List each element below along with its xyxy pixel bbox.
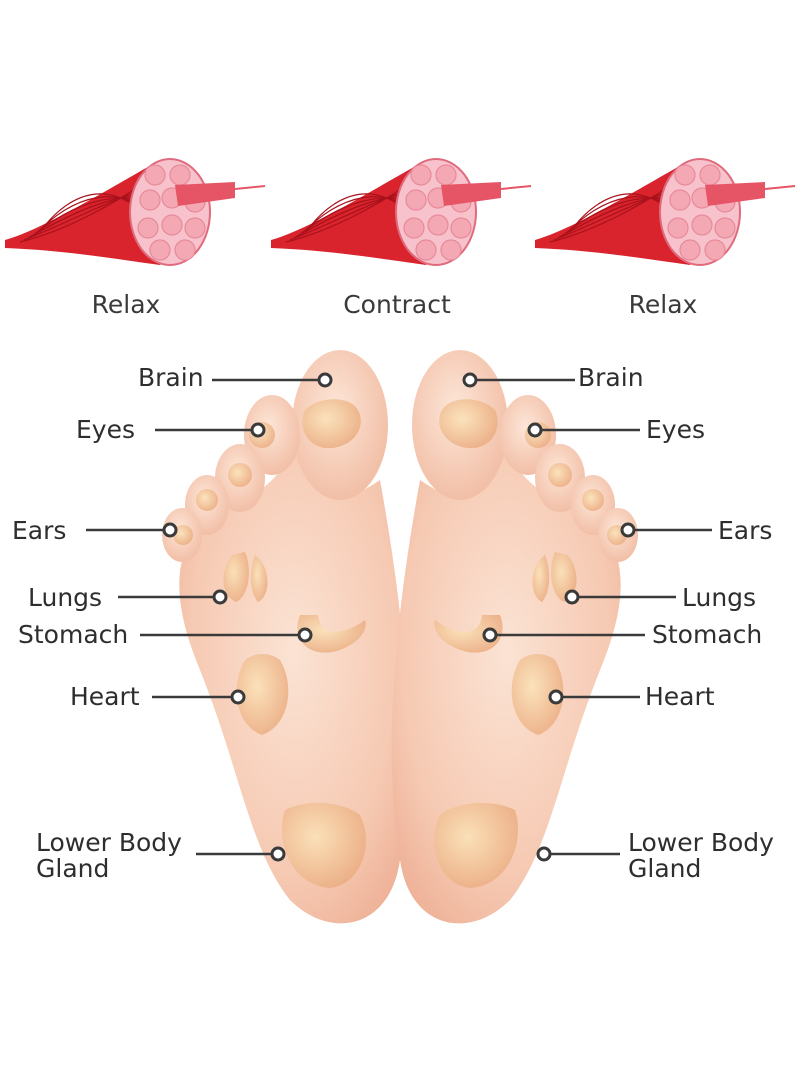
- label-right-heart: Heart: [645, 682, 715, 711]
- leader-dot-ears-l: [162, 522, 178, 538]
- feet-illustration: [86, 350, 712, 924]
- label-right-stomach: Stomach: [652, 620, 763, 649]
- leader-dot-stomach-r: [482, 627, 498, 643]
- leader-dot-gland-l: [270, 846, 286, 862]
- leader-dot-eyes-r: [527, 422, 543, 438]
- muscle-label-relax-left: Relax: [91, 290, 161, 319]
- leader-dot-brain-l: [317, 372, 333, 388]
- muscle-label-relax-right: Relax: [628, 290, 698, 319]
- label-right-lungs: Lungs: [682, 583, 757, 612]
- label-left-lungs: Lungs: [28, 583, 103, 612]
- label-right-ears: Ears: [718, 516, 773, 545]
- label-left-eyes: Eyes: [76, 415, 135, 444]
- leader-lines: [86, 372, 712, 862]
- label-left-heart: Heart: [70, 682, 140, 711]
- label-right-lower-body-gland: Lower Body Gland: [628, 828, 774, 883]
- label-left-lower-body-gland: Lower Body Gland: [36, 828, 182, 883]
- muscle-relax-right-icon: [535, 158, 796, 266]
- leader-dot-stomach-l: [297, 627, 313, 643]
- leader-dot-lungs-l: [212, 589, 228, 605]
- stomach-organ-icon: [297, 615, 366, 653]
- label-left-brain: Brain: [138, 363, 204, 392]
- leader-dot-heart-l: [230, 689, 246, 705]
- heart-organ-icon: [236, 654, 289, 735]
- muscle-label-contract: Contract: [343, 290, 451, 319]
- muscle-contract-icon: [271, 158, 532, 266]
- label-left-stomach: Stomach: [18, 620, 129, 649]
- muscle-relax-left-icon: [5, 158, 266, 266]
- leader-dot-gland-r: [536, 846, 552, 862]
- leader-dot-ears-r: [620, 522, 636, 538]
- leader-dot-eyes-l: [250, 422, 266, 438]
- ear-organ-icon: [196, 489, 218, 511]
- lungs-organ-icon: [223, 552, 249, 602]
- leader-dot-lungs-r: [564, 589, 580, 605]
- pelvis-organ-icon: [282, 803, 366, 888]
- label-left-ears: Ears: [12, 516, 67, 545]
- leader-dot-heart-r: [548, 689, 564, 705]
- left-foot-organs: [173, 399, 366, 888]
- right-foot-organs: [434, 399, 627, 888]
- label-right-eyes: Eyes: [646, 415, 705, 444]
- label-right-brain: Brain: [578, 363, 644, 392]
- leader-dot-brain-r: [462, 372, 478, 388]
- brain-organ-icon: [302, 399, 361, 449]
